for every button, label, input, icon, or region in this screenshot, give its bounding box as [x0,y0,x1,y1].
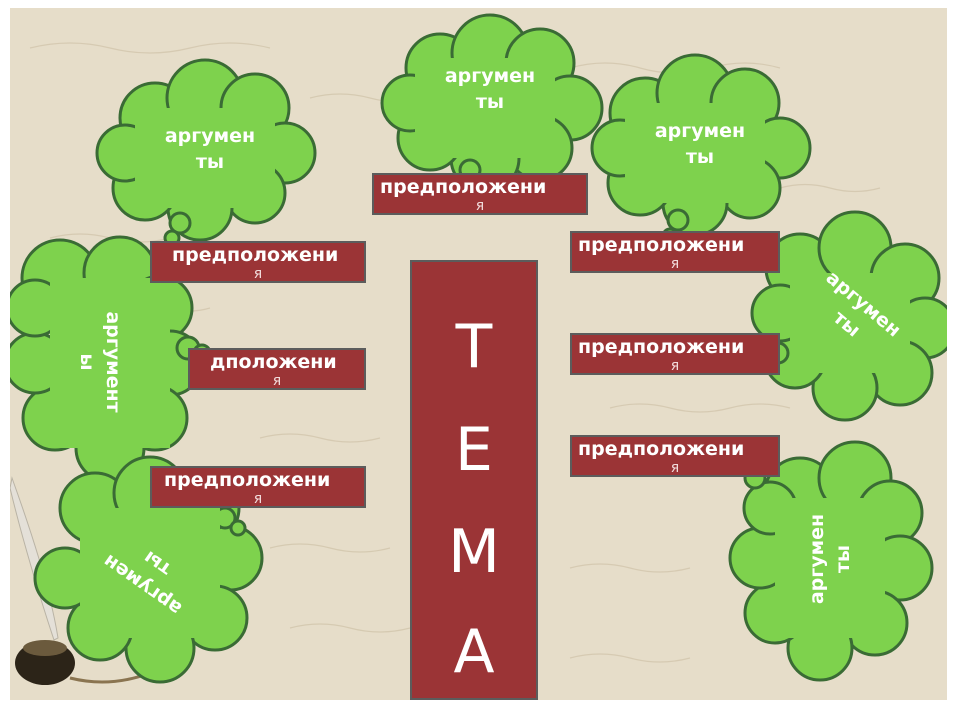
cloud-label-top-right: аргумен ты [635,118,765,170]
cloud-label-line: аргумен [806,513,828,605]
slide-canvas: Т Е М А предположени я предположени я дп… [10,8,947,700]
assumption-box-right-1: предположени я [570,231,780,273]
assumption-label-continuation: я [475,198,485,214]
cloud-label-line: аргумен [444,65,536,87]
theme-letter: Е [455,415,493,485]
assumption-label-continuation: я [670,460,680,476]
assumption-box-left-3: предположени я [150,466,366,508]
cloud-label-line: аргумент [102,311,124,413]
assumption-box-right-3: предположени я [570,435,780,477]
theme-letter: А [453,617,495,687]
assumption-label: предположени [164,469,331,491]
assumption-label-continuation: я [272,373,282,389]
assumption-label-continuation: я [253,491,263,507]
assumption-box-top-center: предположени я [372,173,588,215]
assumption-label-continuation: я [253,266,263,282]
cloud-label-line: аргумен [654,120,746,142]
assumption-box-left-1: предположени я [150,241,366,283]
assumption-label-continuation: я [670,256,680,272]
assumption-label: предположени [380,176,547,198]
cloud-label-line: аргумен [164,125,256,147]
cloud-label-line: ы [76,353,98,371]
assumption-label: предположени [578,234,745,256]
central-theme-block: Т Е М А [410,260,538,700]
cloud-label-top-left: аргумен ты [145,123,275,175]
assumption-box-left-2: дположени я [188,348,366,390]
cloud-label-line: ты [475,91,505,113]
cloud-layer [10,13,947,685]
cloud-label-bottom-right: аргумен ты [804,494,856,624]
cloud-label-top-center: аргумен ты [425,63,555,115]
cloud-label-line: ты [685,146,715,168]
theme-letter: М [448,517,500,587]
cloud-label-line: ты [832,544,854,574]
assumption-label-continuation: я [670,358,680,374]
cloud-label-left-mid: аргумент ы [74,297,126,427]
theme-letter: Т [455,312,493,382]
assumption-label: предположени [578,438,745,460]
cloud-label-line: ты [195,151,225,173]
assumption-box-right-2: предположени я [570,333,780,375]
assumption-label: предположени [578,336,745,358]
assumption-label: дположени [210,351,337,373]
assumption-label: предположени [172,244,339,266]
